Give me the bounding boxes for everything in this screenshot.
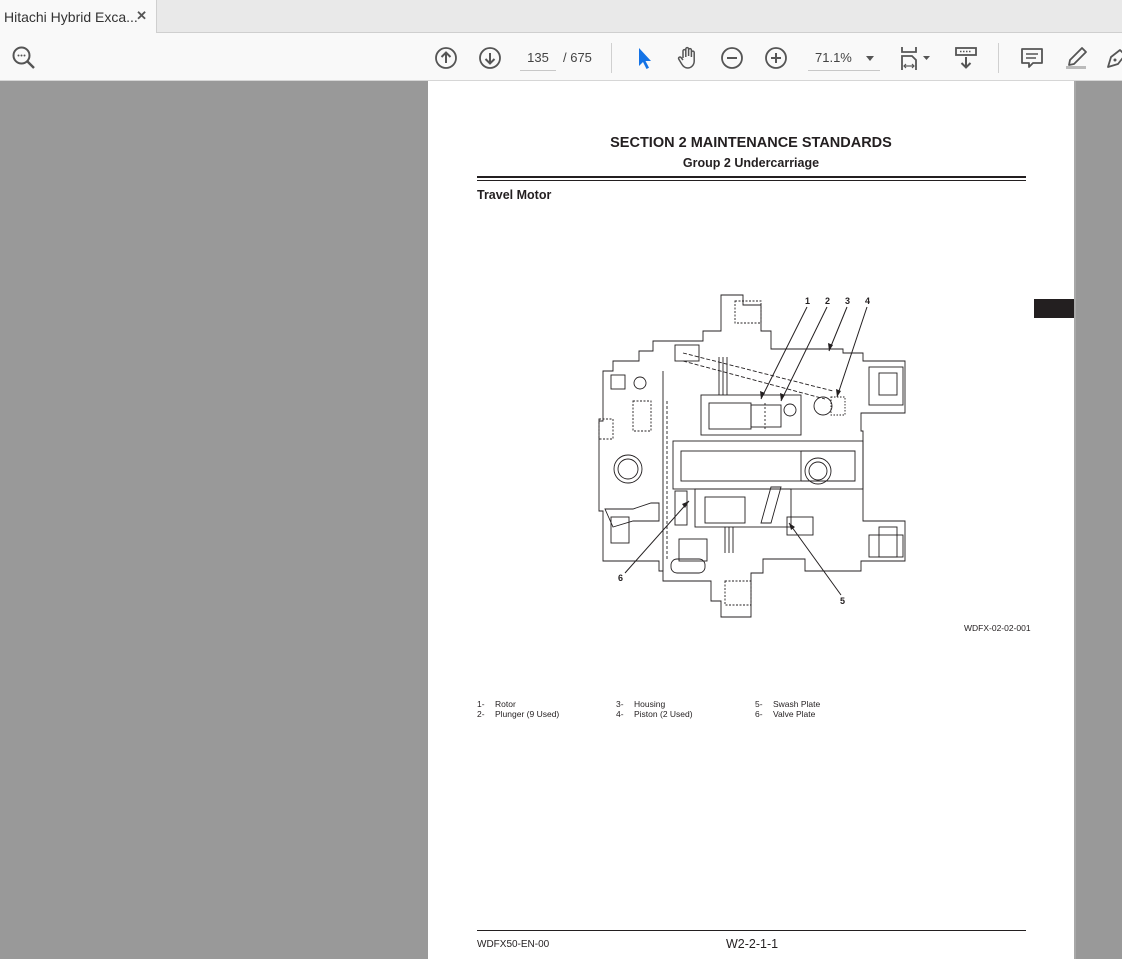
zoom-level-value: 71.1% xyxy=(815,50,852,65)
travel-motor-diagram: 1 2 3 4 5 6 xyxy=(593,291,913,621)
callout-2: 2 xyxy=(825,296,830,306)
header-rule-thin xyxy=(477,180,1026,181)
page-edge-shadow xyxy=(1074,81,1076,959)
zoom-level-dropdown[interactable]: 71.1% xyxy=(808,45,880,71)
cursor-arrow-icon[interactable] xyxy=(631,45,657,71)
callout-4: 4 xyxy=(865,296,870,306)
chevron-down-icon xyxy=(866,56,874,61)
footer-doc-code: WDFX50-EN-00 xyxy=(477,939,550,950)
section-thumb-tab xyxy=(1034,299,1074,318)
header-rule xyxy=(477,176,1026,178)
callout-1: 1 xyxy=(805,296,810,306)
hand-icon[interactable] xyxy=(675,45,701,71)
tab-title: Hitachi Hybrid Exca... xyxy=(4,9,138,25)
group-title: Group 2 Undercarriage xyxy=(682,156,820,170)
toolbar: / 675 71.1% xyxy=(0,33,1122,81)
plus-circle-icon[interactable] xyxy=(763,45,789,71)
toolbar-divider xyxy=(998,43,999,73)
search-icon[interactable] xyxy=(11,45,37,71)
minus-circle-icon[interactable] xyxy=(719,45,745,71)
total-pages: / 675 xyxy=(563,50,592,65)
figure-id: WDFX-02-02-001 xyxy=(964,623,1031,633)
legend-column-1: 1-Rotor 2-Plunger (9 Used) xyxy=(477,699,559,719)
current-page-input[interactable] xyxy=(520,45,556,71)
legend-item: 2-Plunger (9 Used) xyxy=(477,709,560,719)
footer-page-number: W2-2-1-1 xyxy=(726,937,779,951)
comment-icon[interactable] xyxy=(1019,45,1045,71)
footer-rule xyxy=(477,930,1026,931)
legend-column-3: 5-Swash Plate 6-Valve Plate xyxy=(755,699,820,719)
legend-item: 4-Piston (2 Used) xyxy=(616,709,693,719)
legend-item: 5-Swash Plate xyxy=(755,699,821,709)
legend-item: 3-Housing xyxy=(616,699,666,709)
pdf-page: SECTION 2 MAINTENANCE STANDARDS Group 2 … xyxy=(428,81,1074,959)
section-title: SECTION 2 MAINTENANCE STANDARDS xyxy=(610,135,892,151)
tab-bar: Hitachi Hybrid Exca... ✕ xyxy=(0,0,1122,34)
toolbar-divider xyxy=(611,43,612,73)
arrow-up-circle-icon[interactable] xyxy=(433,45,459,71)
document-viewer[interactable]: SECTION 2 MAINTENANCE STANDARDS Group 2 … xyxy=(0,81,1122,959)
pen-sign-icon[interactable] xyxy=(1104,45,1122,71)
fit-page-icon[interactable] xyxy=(898,45,934,71)
highlighter-icon[interactable] xyxy=(1063,45,1089,71)
callout-5: 5 xyxy=(840,596,845,606)
document-tab[interactable]: Hitachi Hybrid Exca... ✕ xyxy=(0,0,157,34)
arrow-down-circle-icon[interactable] xyxy=(477,45,503,71)
legend-item: 6-Valve Plate xyxy=(755,709,816,719)
callout-6: 6 xyxy=(618,573,623,583)
close-icon[interactable]: ✕ xyxy=(136,8,147,23)
legend-item: 1-Rotor xyxy=(477,699,516,709)
topic-title: Travel Motor xyxy=(477,188,552,202)
callout-3: 3 xyxy=(845,296,850,306)
legend-column-2: 3-Housing 4-Piston (2 Used) xyxy=(616,699,693,719)
scroll-mode-icon[interactable] xyxy=(953,45,979,71)
